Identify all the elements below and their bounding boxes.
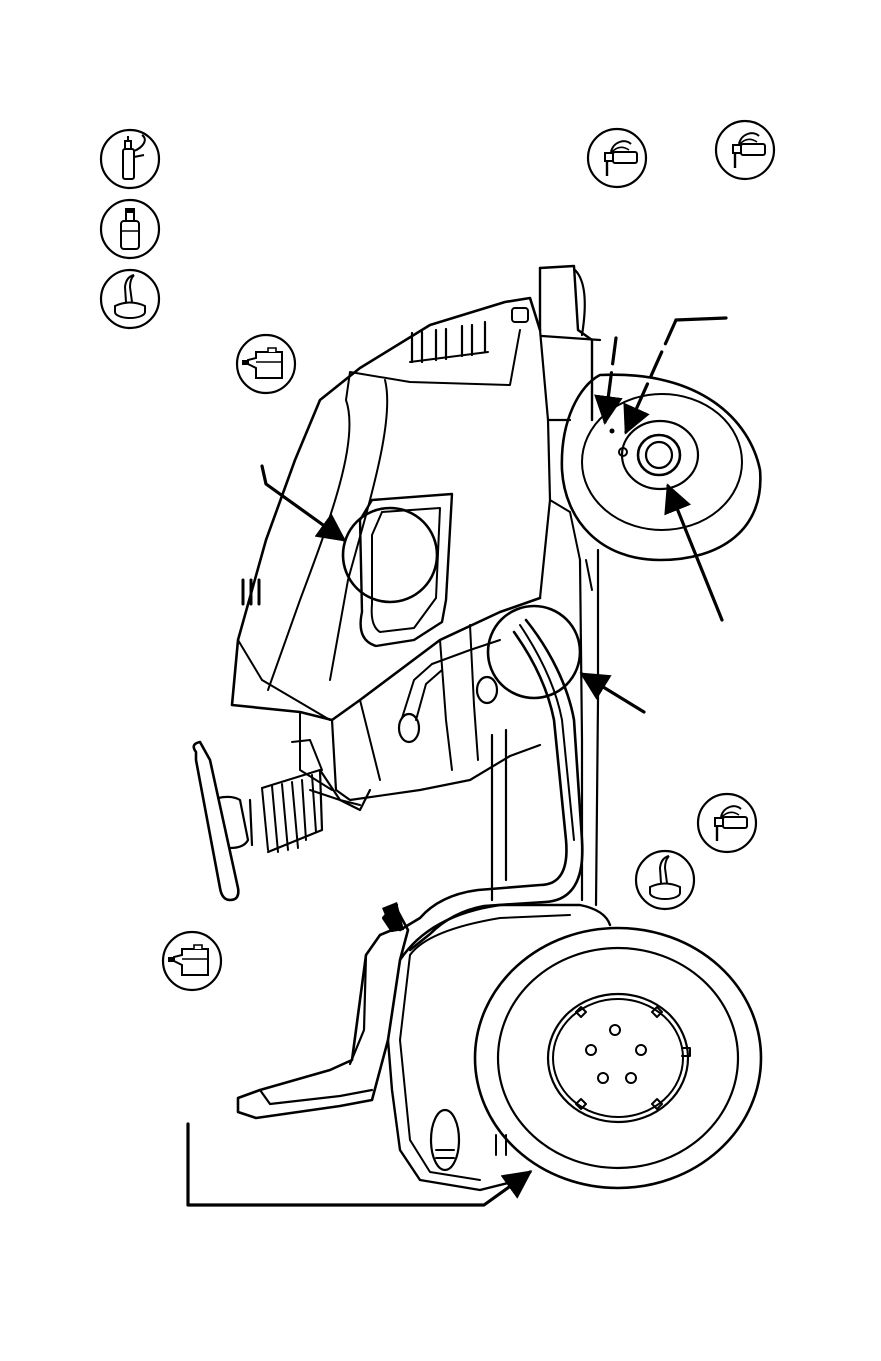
legend [101,130,159,328]
callout-front-fitting-b [716,121,774,179]
callout-leaders [188,318,726,1205]
legend-oil-bottle [101,200,159,258]
callout-badges [163,121,774,990]
legend-grease-gun [101,130,159,188]
mower-drawing [194,266,761,1190]
rear-wheel [475,928,761,1188]
steering-wheel [194,740,370,900]
hood-callout-circle [343,508,437,602]
frame-rails [492,266,598,905]
callout-rear-grease [698,794,756,852]
callout-hood-oil [237,335,295,393]
callout-front-fitting-a [588,129,646,187]
callout-seat-oil [163,932,221,990]
legend-oil-can [101,270,159,328]
steering-callout-circle [488,606,580,698]
seat [238,902,408,1118]
callout-rear-oilcan [636,851,694,909]
